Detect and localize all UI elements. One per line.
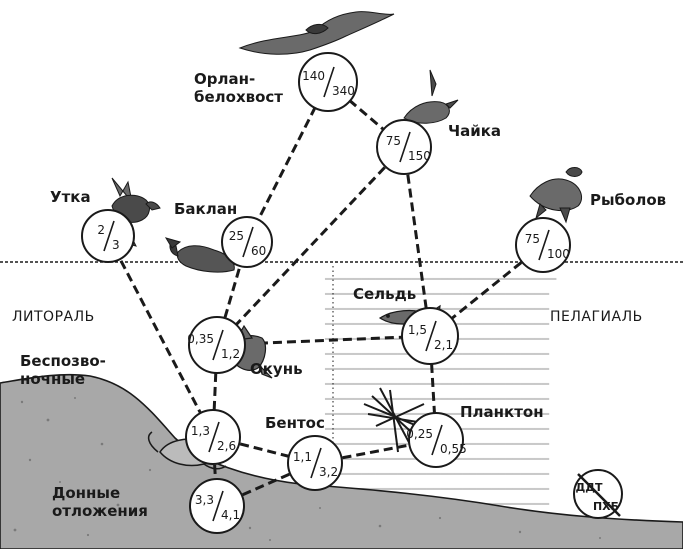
node-herring: 1,5 2,1 xyxy=(401,307,459,365)
node-circle-cormorant xyxy=(221,216,273,268)
node-circle-plankton xyxy=(408,412,464,468)
fraction-slash-duck xyxy=(103,220,115,252)
fraction-slash-plankton xyxy=(431,424,443,456)
legend-bottom-text: ПХБ xyxy=(593,500,619,513)
node-circle-benthos xyxy=(287,435,343,491)
pollutant-legend: ДДТ ПХБ xyxy=(573,469,623,519)
label-herring: Сельдь xyxy=(353,285,417,303)
node-value-bottom-benthos: 3,2 xyxy=(319,465,338,479)
fraction-slash-perch xyxy=(212,329,224,361)
node-value-bottom-perch: 1,2 xyxy=(221,347,240,361)
node-circle-osprey xyxy=(515,217,571,273)
node-layer: 140 340 75 150 23 25 60 75 100 0,35 1,2 1,5 2,1 1,3 2,… xyxy=(81,52,571,534)
node-value-top-cormorant: 25 xyxy=(229,229,244,243)
node-plankton: 0,25 0,55 xyxy=(406,412,467,468)
gull-drawing xyxy=(403,69,459,124)
node-value-bottom-osprey: 100 xyxy=(547,247,570,261)
zone-pelagic: ПЕЛАГИАЛЬ xyxy=(550,309,643,325)
node-value-top-invert: 1,3 xyxy=(191,424,210,438)
node-value-top-gull: 75 xyxy=(386,134,401,148)
label-sediment: Донные отложения xyxy=(52,484,148,520)
node-value-bottom-sediment: 4,1 xyxy=(221,508,240,522)
node-sediment: 3,3 4,1 xyxy=(189,478,245,534)
node-invert: 1,3 2,6 xyxy=(185,409,241,465)
label-duck: Утка xyxy=(50,188,91,206)
node-value-bottom-invert: 2,6 xyxy=(217,439,236,453)
node-value-bottom-cormorant: 60 xyxy=(251,244,266,258)
node-value-bottom-eagle: 340 xyxy=(332,84,355,98)
node-duck: 23 xyxy=(81,209,135,263)
label-cormorant: Баклан xyxy=(174,200,238,218)
seabed-shape xyxy=(0,373,683,549)
node-value-top-plankton: 0,25 xyxy=(406,427,433,441)
seabed-speckle xyxy=(13,397,601,541)
label-osprey: Рыболов xyxy=(590,191,667,209)
legend-top-text: ДДТ xyxy=(575,481,603,494)
node-circle-invert xyxy=(185,409,241,465)
node-circle-gull xyxy=(376,119,432,175)
label-invert: Беспозво- ночные xyxy=(20,352,106,388)
fraction-slash-osprey xyxy=(538,229,550,261)
node-circle-eagle xyxy=(298,52,358,112)
node-value-top-osprey: 75 xyxy=(525,232,540,246)
label-benthos: Бентос xyxy=(265,414,325,432)
node-eagle: 140 340 xyxy=(298,52,358,112)
node-value-bottom-plankton: 0,55 xyxy=(440,442,467,456)
fraction-slash-herring xyxy=(425,320,437,352)
link-gull-herring xyxy=(402,146,432,337)
node-perch: 0,35 1,2 xyxy=(187,316,246,374)
fraction-slash-cormorant xyxy=(242,226,254,258)
label-plankton: Планктон xyxy=(460,403,544,421)
link-duck-invert xyxy=(106,235,215,438)
fraction-slash-eagle xyxy=(323,66,335,98)
node-circle-duck xyxy=(81,209,135,263)
node-circle-sediment xyxy=(189,478,245,534)
node-value-bottom-herring: 2,1 xyxy=(434,338,453,352)
node-circle-herring xyxy=(401,307,459,365)
fraction-slash-gull xyxy=(399,131,411,163)
fraction-slash-benthos xyxy=(310,447,322,479)
legend-slash xyxy=(577,473,621,517)
node-osprey: 75 100 xyxy=(515,217,571,273)
node-value-bottom-duck: 3 xyxy=(112,238,120,252)
node-value-top-herring: 1,5 xyxy=(408,323,427,337)
label-eagle: Орлан- белохвост xyxy=(194,70,283,106)
node-value-top-sediment: 3,3 xyxy=(195,493,214,507)
label-gull: Чайка xyxy=(448,122,502,140)
node-circle-perch xyxy=(188,316,246,374)
node-value-top-benthos: 1,1 xyxy=(293,450,312,464)
node-cormorant: 25 60 xyxy=(221,216,273,268)
cormorant-drawing xyxy=(164,237,235,273)
link-gull-perch xyxy=(215,145,406,347)
node-gull: 75 150 xyxy=(376,119,432,175)
fraction-slash-invert xyxy=(208,421,220,453)
osprey-drawing xyxy=(529,167,583,224)
label-perch: Окунь xyxy=(250,360,303,378)
fraction-slash-sediment xyxy=(212,490,224,522)
node-value-top-eagle: 140 xyxy=(302,69,325,83)
node-value-bottom-gull: 150 xyxy=(408,149,431,163)
node-value-top-duck: 2 xyxy=(97,223,105,237)
node-value-top-perch: 0,35 xyxy=(187,332,214,346)
node-benthos: 1,1 3,2 xyxy=(287,435,343,491)
eagle-drawing xyxy=(238,11,395,55)
zone-littoral: ЛИТОРАЛЬ xyxy=(12,309,95,325)
